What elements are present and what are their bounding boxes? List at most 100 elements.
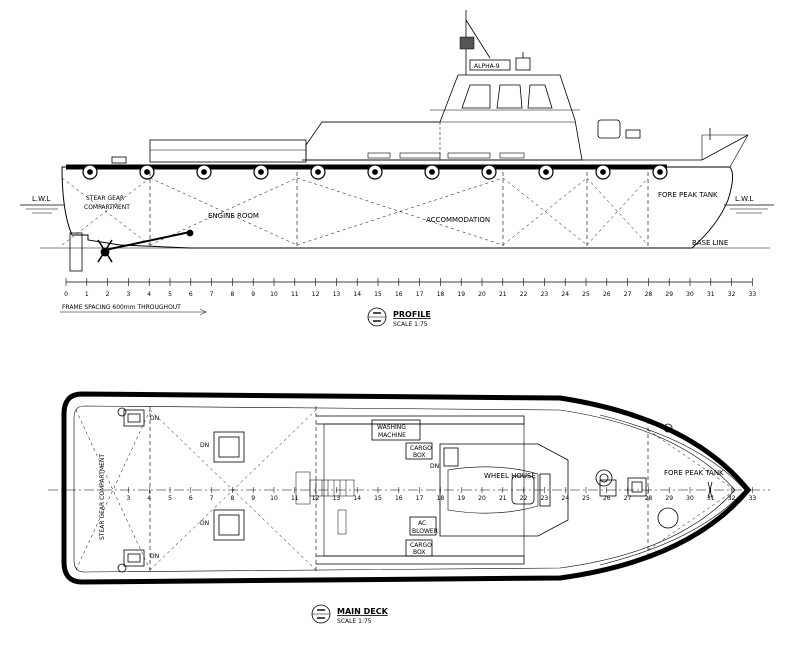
mast	[459, 10, 531, 75]
profile-frame-label: 4	[147, 291, 151, 298]
lwl-right-label: L.W.L	[735, 195, 753, 203]
profile-text: L.W.L L.W.L STEAR GEAR COMPARTMENT ENGIN…	[32, 63, 756, 328]
name-board	[469, 59, 511, 71]
deck-frame-label: 30	[686, 495, 694, 502]
profile-frame-label: 13	[333, 291, 341, 298]
dn-label-2: DN	[200, 520, 209, 527]
cargo-box-bottom	[405, 539, 433, 557]
stairs	[295, 471, 355, 535]
bulkheads	[149, 172, 649, 248]
steer-gear-label-2: COMPARTMENT	[84, 204, 130, 211]
deck-frame-label: 18	[437, 495, 445, 502]
cargo-top-label-2: BOX	[413, 452, 425, 459]
deck-frame-label: 4	[147, 495, 151, 502]
profile-frame-label: 31	[707, 291, 715, 298]
profile-frame-label: 24	[561, 291, 569, 298]
dn-label-3: DN	[150, 415, 159, 422]
deck-frame-label: 5	[168, 495, 172, 502]
dn-label-1: DN	[200, 442, 209, 449]
deck-frame-label: 13	[333, 495, 341, 502]
deck-frame-label: 3	[126, 495, 130, 502]
profile-frame-label: 11	[291, 291, 299, 298]
profile-frame-label: 5	[168, 291, 172, 298]
ac-blower-box	[409, 516, 437, 536]
steer-gear-label: STEAR GEAR	[86, 195, 124, 202]
deck-frame-label: 25	[582, 495, 590, 502]
lwl-left-label: L.W.L	[32, 195, 50, 203]
dn-label-5: DN	[430, 463, 439, 470]
deck-frame-label: 27	[624, 495, 632, 502]
cargo-bottom-label-2: BOX	[413, 549, 425, 556]
accommodation-label: ACCOMMODATION	[426, 216, 490, 224]
deck-frame-label: 14	[353, 495, 361, 502]
profile-view	[20, 10, 774, 327]
deck-frame-label: 12	[312, 495, 320, 502]
fore-peak-label: FORE PEAK TANK	[658, 191, 718, 199]
frame-spacing-note: FRAME SPACING 600mm THROUGHOUT	[62, 304, 181, 311]
deck-frame-label: 8	[230, 495, 234, 502]
deck-frame-label: 9	[251, 495, 255, 502]
dn-label-4: DN	[150, 553, 159, 560]
cargo-box-top	[405, 442, 433, 460]
profile-frame-label: 27	[624, 291, 632, 298]
profile-frame-label: 25	[582, 291, 590, 298]
deck-scale: SCALE 1:75	[337, 618, 372, 625]
steer-gear-deck-label: STEAR GEAR COMPARTMENT	[99, 454, 106, 540]
cargo-bottom-label: CARGO	[410, 542, 432, 549]
deck-frame-label: 33	[749, 495, 757, 502]
profile-frame-label: 3	[126, 291, 130, 298]
profile-title: PROFILE	[393, 310, 431, 319]
profile-frame-label: 23	[541, 291, 549, 298]
deck-frame-label: 21	[499, 495, 507, 502]
wheelhouse-plan	[439, 443, 569, 537]
deck-frame-label: 16	[395, 495, 403, 502]
profile-frame-label: 16	[395, 291, 403, 298]
deck-frame-label: 28	[645, 495, 653, 502]
profile-frame-label: 22	[520, 291, 528, 298]
hull-outline	[61, 166, 734, 249]
deck-frame-label: 10	[270, 495, 278, 502]
profile-frame-label: 6	[189, 291, 193, 298]
deck-frame-label: 19	[457, 495, 465, 502]
profile-frame-label: 1	[85, 291, 89, 298]
deck-frame-label: 7	[210, 495, 214, 502]
profile-frame-label: 15	[374, 291, 382, 298]
deck-frame-label: 20	[478, 495, 486, 502]
ac-label-2: BLOWER	[412, 528, 438, 535]
deck-frame-label: 23	[541, 495, 549, 502]
profile-frame-label: 28	[645, 291, 653, 298]
base-line-label: BASE LINE	[692, 239, 728, 247]
profile-frame-label: 18	[437, 291, 445, 298]
deck-text: STEAR GEAR COMPARTMENT WASHING MACHINE C…	[99, 415, 756, 625]
profile-frame-label: 0	[64, 291, 68, 298]
profile-frame-label: 26	[603, 291, 611, 298]
deck-frame-label: 11	[291, 495, 299, 502]
main-deck-view	[48, 391, 770, 624]
deck-frame-label: 31	[707, 495, 715, 502]
propeller-rudder	[69, 229, 194, 272]
profile-frame-label: 19	[457, 291, 465, 298]
profile-frame-label: 7	[210, 291, 214, 298]
profile-frame-label: 20	[478, 291, 486, 298]
deck-frame-label: 29	[665, 495, 673, 502]
profile-frame-label: 21	[499, 291, 507, 298]
deck-hull-outline	[61, 391, 752, 585]
engine-room-label: ENGINE ROOM	[208, 212, 259, 220]
engine-hatches	[213, 431, 245, 541]
ac-label: AC	[418, 520, 426, 527]
wheelhouse-windows	[461, 84, 553, 109]
fore-peak-deck-label: FORE PEAK TANK	[664, 469, 724, 477]
profile-scale: SCALE 1:75	[393, 321, 428, 328]
profile-frame-label: 32	[728, 291, 736, 298]
deckhouse	[305, 74, 583, 161]
deck-frame-label: 15	[374, 495, 382, 502]
profile-frame-label: 30	[686, 291, 694, 298]
vessel-name: ALPHA-9	[474, 63, 500, 70]
profile-frame-label: 17	[416, 291, 424, 298]
deck-frame-label: 17	[416, 495, 424, 502]
profile-frame-label: 29	[665, 291, 673, 298]
profile-frame-label: 33	[749, 291, 757, 298]
profile-frame-label: 10	[270, 291, 278, 298]
cargo-top-label: CARGO	[410, 445, 432, 452]
